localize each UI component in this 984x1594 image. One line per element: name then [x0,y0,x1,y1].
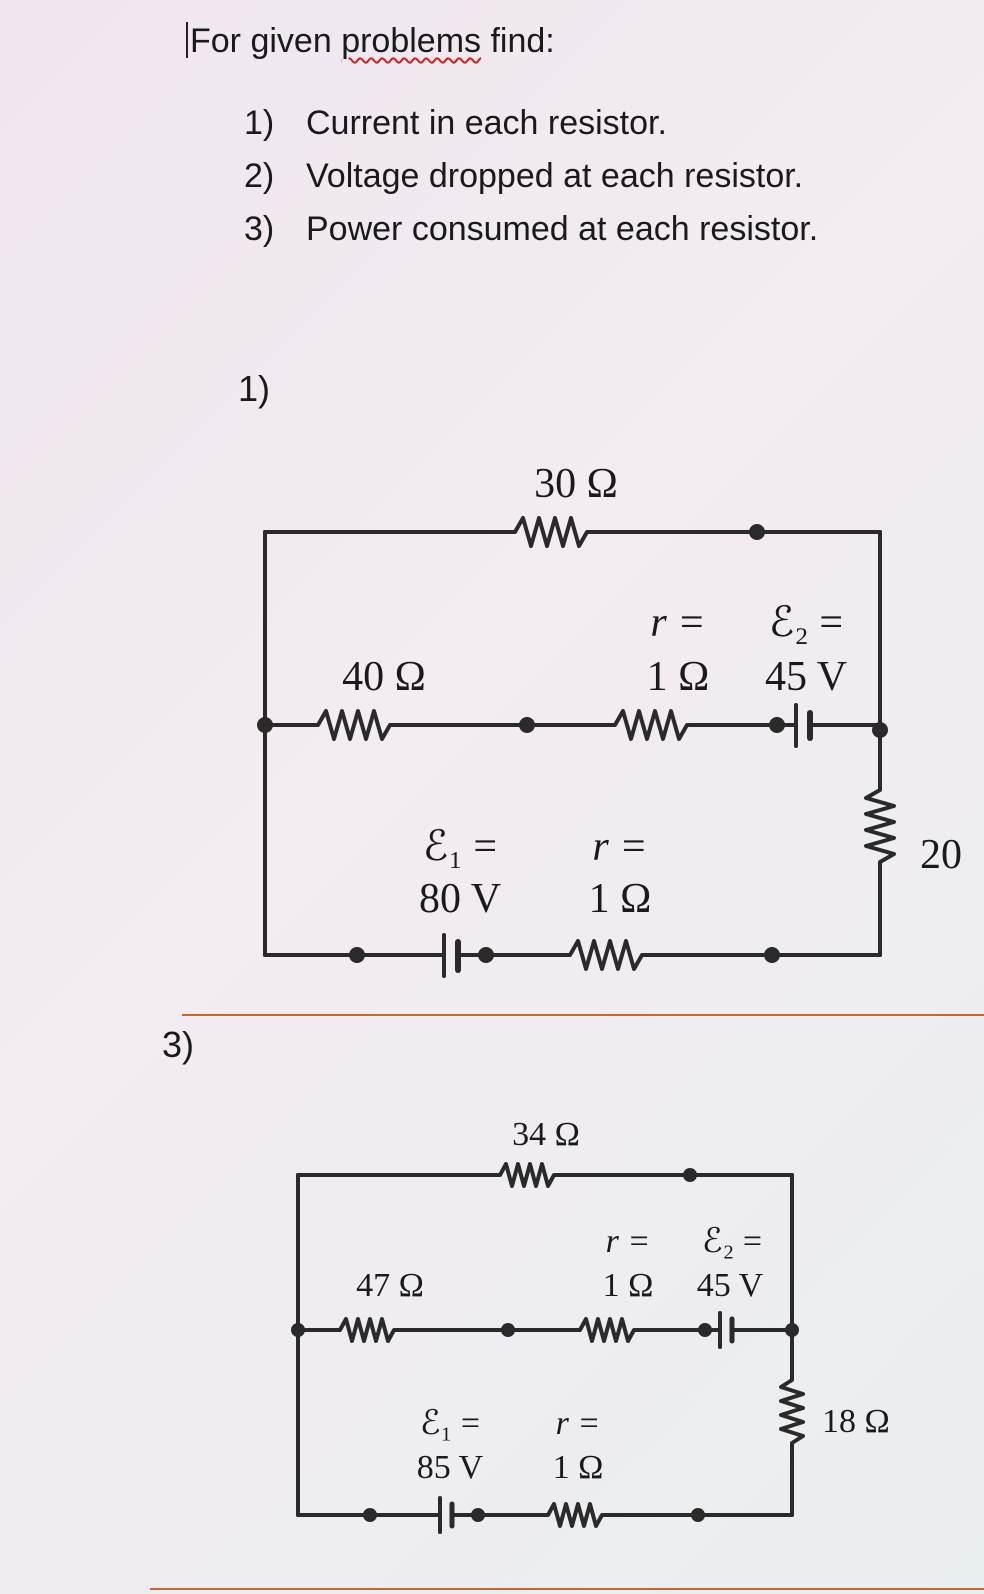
p3-emf1-label: ℰ₁ = [420,1405,480,1442]
task-number: 2) [244,157,275,195]
task-item: 3) Power consumed at each resistor. [244,210,818,249]
p3-left-resistor-label: 47 Ω [356,1267,424,1304]
junction-dot [519,717,535,733]
p1-emf2-label: ℰ₂ = [769,600,843,646]
p3-emf2-value: 45 V [697,1267,764,1304]
junction-dot [683,1168,697,1182]
junction-dot [501,1323,515,1337]
p1-emf1-value: 80 V [419,876,501,922]
task-number: 1) [244,104,275,142]
p1-right-resistor-label: 20 [920,832,962,878]
problem-3-label: 3) [162,1024,195,1065]
p3-right-resistor-label: 18 Ω [822,1403,890,1440]
task-text: Current in each resistor. [306,104,667,142]
section-divider [182,1014,984,1016]
task-item: 2) Voltage dropped at each resistor. [244,157,803,196]
task-item: 1) Current in each resistor. [244,104,667,143]
problem-1-label: 1) [238,368,271,409]
p3-r2-value: 1 Ω [603,1267,654,1304]
circuit-3-wires [296,1162,805,1528]
junction-dot [764,947,780,963]
junction-dot [691,1508,705,1522]
heading-underlined-word: problems [341,22,482,60]
p1-r2-value: 1 Ω [647,654,710,700]
junction-dot [471,1508,485,1522]
task-text: Voltage dropped at each resistor. [306,157,804,195]
p1-left-resistor-label: 40 Ω [342,654,426,700]
circuit-1-wires [263,516,896,971]
task-text: Power consumed at each resistor. [306,210,819,248]
p3-r1-label: r = [556,1405,601,1442]
p3-emf2-label: ℰ₂ = [702,1223,762,1260]
heading-suffix: find: [481,22,555,60]
junction-dot [698,1323,712,1337]
junction-dot [478,947,494,963]
task-number: 3) [244,210,275,248]
text-cursor [186,22,188,58]
p1-r2-label: r = [650,600,705,646]
p1-emf2-value: 45 V [765,654,847,700]
junction-dot [749,524,765,540]
junction-dot [872,722,888,738]
p1-r1-label: r = [592,824,647,870]
p3-emf1-value: 85 V [417,1449,484,1486]
junction-dot [257,717,273,733]
p3-r2-label: r = [606,1223,651,1260]
p1-emf1-label: ℰ₁ = [423,824,497,870]
p3-r1-value: 1 Ω [553,1449,604,1486]
junction-dot [785,1323,799,1337]
p3-top-resistor-label: 34 Ω [512,1116,580,1153]
instructions-heading: For given problems find: [186,22,555,61]
junction-dot [769,717,785,733]
p1-top-resistor-label: 30 Ω [534,461,618,507]
section-divider-bottom [150,1588,984,1590]
junction-dots [257,524,888,1522]
junction-dot [363,1508,377,1522]
p1-r1-value: 1 Ω [589,876,652,922]
junction-dot [291,1323,305,1337]
junction-dot [349,947,365,963]
heading-prefix: For given [190,22,342,60]
